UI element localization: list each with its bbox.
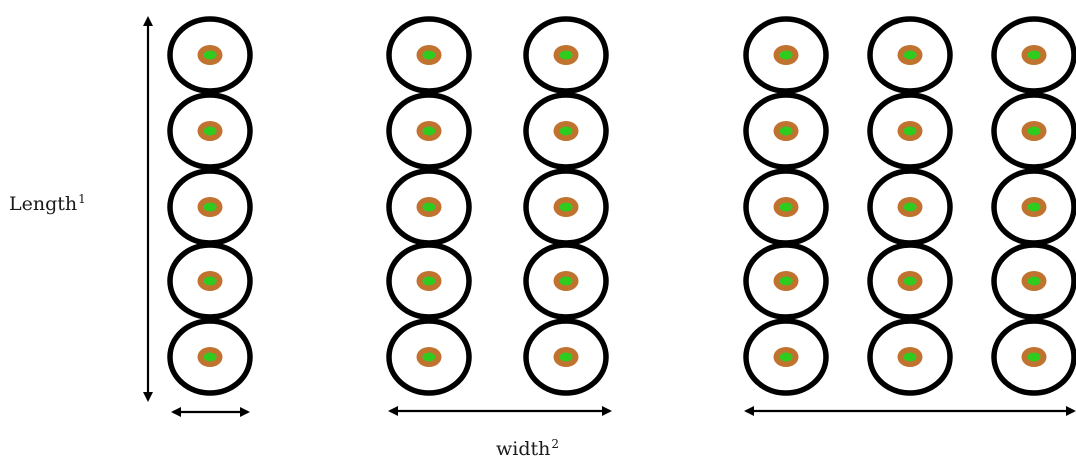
nucleus-inner bbox=[1027, 276, 1041, 286]
cell bbox=[386, 92, 472, 170]
cell bbox=[167, 242, 253, 320]
length-label: Length1 bbox=[9, 192, 86, 215]
cell bbox=[743, 168, 829, 246]
nucleus-inner bbox=[203, 126, 217, 136]
nucleus-inner bbox=[203, 276, 217, 286]
nucleus-inner bbox=[779, 276, 793, 286]
nucleus-inner bbox=[903, 126, 917, 136]
cell bbox=[386, 16, 472, 94]
cell bbox=[867, 16, 953, 94]
nucleus-inner bbox=[903, 276, 917, 286]
length-label-text: Length bbox=[9, 193, 78, 215]
nucleus-inner bbox=[779, 202, 793, 212]
cell bbox=[867, 242, 953, 320]
nucleus-inner bbox=[422, 276, 436, 286]
cell bbox=[523, 242, 609, 320]
cell bbox=[743, 92, 829, 170]
nucleus-inner bbox=[903, 202, 917, 212]
nucleus-inner bbox=[203, 202, 217, 212]
cell bbox=[523, 92, 609, 170]
nucleus-inner bbox=[559, 276, 573, 286]
cells-layer bbox=[167, 16, 1076, 396]
nucleus-inner bbox=[203, 352, 217, 362]
nucleus-inner bbox=[422, 126, 436, 136]
nucleus-inner bbox=[203, 50, 217, 60]
cell bbox=[386, 318, 472, 396]
cell bbox=[167, 16, 253, 94]
arrows-layer bbox=[143, 15, 1076, 417]
nucleus-inner bbox=[559, 202, 573, 212]
cell bbox=[867, 168, 953, 246]
nucleus-inner bbox=[422, 202, 436, 212]
nucleus-inner bbox=[559, 50, 573, 60]
cell bbox=[523, 318, 609, 396]
width-label-superscript: 2 bbox=[551, 437, 560, 451]
cell bbox=[991, 242, 1076, 320]
cell-group-one-column bbox=[167, 16, 253, 396]
cell bbox=[167, 92, 253, 170]
cell bbox=[991, 92, 1076, 170]
cell bbox=[743, 318, 829, 396]
cell bbox=[743, 242, 829, 320]
cell bbox=[867, 92, 953, 170]
nucleus-inner bbox=[559, 352, 573, 362]
nucleus-inner bbox=[779, 50, 793, 60]
nucleus-inner bbox=[1027, 126, 1041, 136]
width-label: width2 bbox=[496, 437, 559, 460]
nucleus-inner bbox=[779, 352, 793, 362]
nucleus-inner bbox=[1027, 202, 1041, 212]
cell bbox=[523, 16, 609, 94]
cell bbox=[167, 318, 253, 396]
nucleus-inner bbox=[903, 50, 917, 60]
nucleus-inner bbox=[559, 126, 573, 136]
nucleus-inner bbox=[779, 126, 793, 136]
cell bbox=[991, 168, 1076, 246]
cell bbox=[386, 242, 472, 320]
cell bbox=[991, 16, 1076, 94]
cell bbox=[867, 318, 953, 396]
cell-group-two-columns bbox=[386, 16, 609, 396]
nucleus-inner bbox=[1027, 50, 1041, 60]
width-label-text: width bbox=[496, 438, 551, 460]
cell bbox=[386, 168, 472, 246]
cell bbox=[523, 168, 609, 246]
nucleus-inner bbox=[422, 352, 436, 362]
nucleus-inner bbox=[903, 352, 917, 362]
nucleus-inner bbox=[1027, 352, 1041, 362]
cell-group-three-columns bbox=[743, 16, 1076, 396]
cell bbox=[991, 318, 1076, 396]
cell bbox=[743, 16, 829, 94]
nucleus-inner bbox=[422, 50, 436, 60]
length-label-superscript: 1 bbox=[78, 192, 86, 206]
cell bbox=[167, 168, 253, 246]
